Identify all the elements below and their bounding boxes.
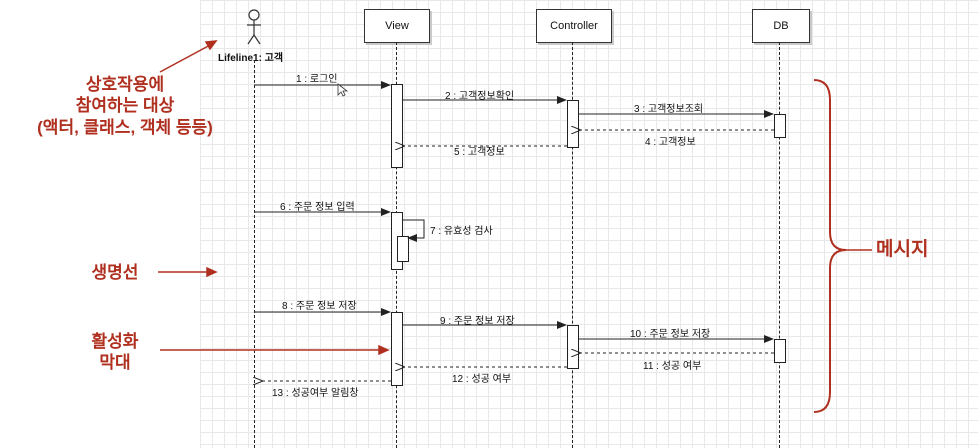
lifeline-controller — [572, 42, 573, 448]
message-label-2: 2 : 고객정보확인 — [445, 91, 515, 102]
message-label-6: 6 : 주문 정보 입력 — [280, 202, 355, 213]
activation-bar-controller-2[interactable] — [567, 325, 579, 369]
message-label-3: 3 : 고객정보조회 — [634, 104, 704, 115]
actor-label: Lifeline1: 고객 — [218, 53, 284, 64]
message-label-7: 7 : 유효성 검사 — [430, 226, 493, 237]
mouse-cursor-icon — [337, 83, 349, 97]
annotation-participant: 상호작용에 참여하는 대상 (액터, 클래스, 객체 등등) — [10, 74, 240, 138]
message-label-4: 4 : 고객정보 — [645, 137, 696, 148]
message-brace — [813, 79, 847, 413]
message-label-8: 8 : 주문 정보 저장 — [282, 301, 357, 312]
participant-db[interactable]: DB — [752, 9, 810, 43]
lifeline-db — [779, 42, 780, 448]
message-label-5: 5 : 고객정보 — [454, 147, 505, 158]
annotation-activation-line2: 막대 — [99, 353, 131, 373]
activation-bar-view-nested[interactable] — [397, 236, 409, 262]
annotation-activation: 활성화 막대 — [75, 331, 155, 374]
annotation-activation-line1: 활성화 — [91, 332, 139, 351]
message-label-13: 13 : 성공여부 알림창 — [272, 388, 359, 399]
message-label-11: 11 : 성공 여부 — [643, 361, 702, 372]
annotation-lifeline: 생명선 — [91, 263, 139, 282]
participant-view[interactable]: View — [364, 9, 430, 43]
annotation-participant-line2: 참여하는 대상 — [75, 96, 175, 116]
message-label-12: 12 : 성공 여부 — [452, 374, 512, 385]
message-label-10: 10 : 주문 정보 저장 — [630, 329, 711, 340]
arrow-msg-7 — [402, 219, 425, 242]
message-label-1: 1 : 로그인 — [296, 74, 338, 85]
activation-bar-db-1[interactable] — [774, 114, 786, 138]
annotation-participant-line3: (액터, 클래스, 객체 등등) — [37, 117, 213, 137]
diagram-canvas — [200, 0, 978, 448]
activation-bar-db-2[interactable] — [774, 339, 786, 363]
annotation-participant-line1: 상호작용에 — [85, 75, 165, 94]
lifeline-actor — [254, 60, 255, 448]
message-label-9: 9 : 주문 정보 저장 — [440, 316, 515, 327]
participant-controller[interactable]: Controller — [536, 9, 612, 43]
activation-bar-controller-1[interactable] — [567, 100, 579, 148]
annotation-message: 메시지 — [876, 239, 929, 260]
actor-icon — [247, 9, 261, 45]
annotation-arrow-participant — [159, 43, 213, 73]
